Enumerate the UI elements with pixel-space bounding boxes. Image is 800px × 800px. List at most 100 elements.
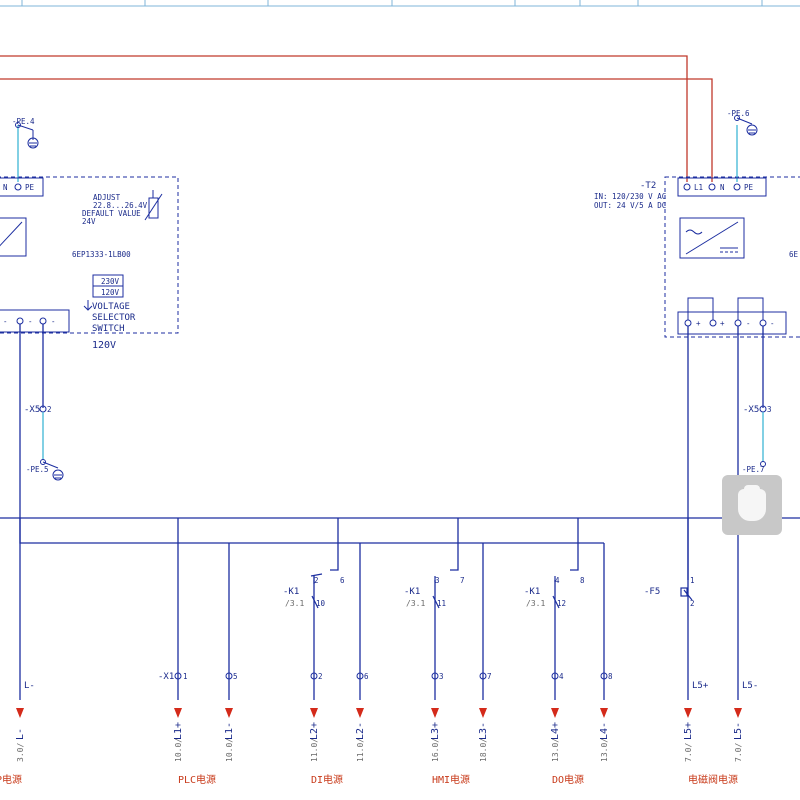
relay-3-pin-b: 8 <box>580 576 585 585</box>
psu-right-term-pe: PE <box>744 183 754 192</box>
psu-left-adjust-2: 22.8...26.4V <box>93 201 148 210</box>
group-label-p: P电源 <box>0 773 22 786</box>
floating-assistant-button[interactable] <box>722 475 782 535</box>
output-label-group: 10.0/L1- <box>224 722 235 762</box>
relay-2-ref: /3.1 <box>406 599 425 608</box>
distribution-buses <box>0 517 800 700</box>
relay-2-pin-c: 11 <box>437 599 446 608</box>
psu-left-selector-230: 230V <box>101 277 120 286</box>
output-arrow <box>356 708 364 718</box>
output-ref: 11.0/ <box>356 738 365 762</box>
output-label-group: 16.0/L3+ <box>430 722 441 762</box>
psu-right-terminal-tag: -X5 <box>743 405 759 415</box>
output-ref: 3.0/ <box>16 743 25 762</box>
psu-right-term-b2: + <box>720 319 725 328</box>
output-ref: 18.0/ <box>479 738 488 762</box>
output-signal: L3- <box>478 722 489 740</box>
relay-1-tag: -K1 <box>283 587 299 597</box>
output-label-group: 11.0/L2- <box>355 722 366 762</box>
output-signal: L5+ <box>683 722 694 740</box>
relay-3-pin-c: 12 <box>557 599 566 608</box>
output-label-group: 13.0/L4- <box>599 722 610 762</box>
output-ref: 7.0/ <box>734 743 743 762</box>
relay-3-pin-a: 4 <box>555 576 560 585</box>
relay-contact-2 <box>432 576 440 609</box>
top-ruler <box>0 0 800 7</box>
output-ref: 13.0/ <box>600 738 609 762</box>
output-signal: L1+ <box>173 722 184 740</box>
psu-left-ground-tag: -PE.4 <box>12 117 35 126</box>
psu-left-selector-text-2: SELECTOR <box>92 313 136 323</box>
output-ref: 10.0/ <box>225 738 234 762</box>
output-label-group: 10.0/L1+ <box>173 722 184 762</box>
relay-contact-3 <box>552 576 560 609</box>
output-arrow <box>479 708 487 718</box>
output-label-group: 7.0/L5- <box>733 722 744 762</box>
output-arrows <box>16 708 742 718</box>
terminal-pin-3: 3 <box>439 672 444 681</box>
psu-left-term-pe: PE <box>25 183 35 192</box>
output-signal: L4+ <box>550 722 561 740</box>
psu-right-terminal-num: 3 <box>767 405 772 414</box>
output-ref: 16.0/ <box>431 738 440 762</box>
output-arrow <box>600 708 608 718</box>
output-signal: L4- <box>599 722 610 740</box>
output-ref: 7.0/ <box>684 743 693 762</box>
psu-right-ground-tag-2: -PE.7 <box>742 465 765 474</box>
output-signal-labels: 3.0/L-10.0/L1+10.0/L1-11.0/L2+11.0/L2-16… <box>15 722 744 762</box>
psu-left-adjust-1: ADJUST <box>93 193 121 202</box>
output-arrow <box>551 708 559 718</box>
psu-left-adjust-4: 24V <box>82 217 96 226</box>
terminal-strip-circles <box>174 672 608 680</box>
output-arrow <box>431 708 439 718</box>
output-ref: 11.0/ <box>310 738 319 762</box>
fuse-pin-top: 1 <box>690 576 695 585</box>
psu-right-ground-tag: -PE.6 <box>727 109 750 118</box>
psu-left-selected-voltage: 120V <box>92 340 116 351</box>
out-label-l-minus: L- <box>24 681 35 691</box>
output-signal: L2- <box>355 722 366 740</box>
psu-left-term-b3: - <box>51 317 56 326</box>
out-label-l5-plus: L5+ <box>692 681 709 691</box>
output-ref: 10.0/ <box>174 738 183 762</box>
relay-1-pin-b: 6 <box>340 576 345 585</box>
psu-left-selector-text-3: SWITCH <box>92 324 125 334</box>
psu-right-device-tag: -T2 <box>640 181 656 191</box>
psu-right-output-text: OUT: 24 V/5 A DC <box>594 201 666 210</box>
terminal-pin-5: 5 <box>233 672 238 681</box>
relay-2-tag: -K1 <box>404 587 420 597</box>
psu-left-terminal-tag: -X5 <box>24 405 40 415</box>
output-arrow <box>16 708 24 718</box>
group-label-solenoid: 电磁阀电源 <box>688 773 738 786</box>
group-label-plc: PLC电源 <box>178 773 216 786</box>
output-signal: L5- <box>733 722 744 740</box>
output-label-group: 3.0/L- <box>15 728 26 762</box>
fuse-tag: -F5 <box>644 587 660 597</box>
relay-contact-1 <box>310 573 323 609</box>
output-arrow <box>225 708 233 718</box>
output-label-group: 13.0/L4+ <box>550 722 561 762</box>
output-arrow <box>684 708 692 718</box>
psu-right-term-l1: L1 <box>694 183 703 192</box>
supply-wires-red <box>0 55 713 182</box>
psu-left-term-b2: - <box>28 317 33 326</box>
psu-right <box>664 115 800 700</box>
terminal-pin-4: 4 <box>559 672 564 681</box>
output-label-group: 7.0/L5+ <box>683 722 694 762</box>
psu-left-term-n: N <box>3 183 8 192</box>
psu-left-selector-text-1: VOLTAGE <box>92 302 130 312</box>
fuse-pin-bottom: 2 <box>690 599 695 608</box>
terminal-strip-tag: -X1 <box>158 672 174 682</box>
psu-left-part-number: 6EP1333-1LB00 <box>72 250 131 259</box>
relay-1-ref: /3.1 <box>285 599 304 608</box>
psu-right-term-b4: - <box>770 319 775 328</box>
relay-2-pin-a: 3 <box>435 576 440 585</box>
terminal-pin-2: 2 <box>318 672 323 681</box>
psu-left-adjust-3: DEFAULT VALUE <box>82 209 141 218</box>
group-label-hmi: HMI电源 <box>432 773 470 786</box>
output-label-group: 18.0/L3- <box>478 722 489 762</box>
psu-left-term-b1: - <box>3 317 8 326</box>
output-arrow <box>310 708 318 718</box>
psu-right-term-b1: + <box>696 319 701 328</box>
